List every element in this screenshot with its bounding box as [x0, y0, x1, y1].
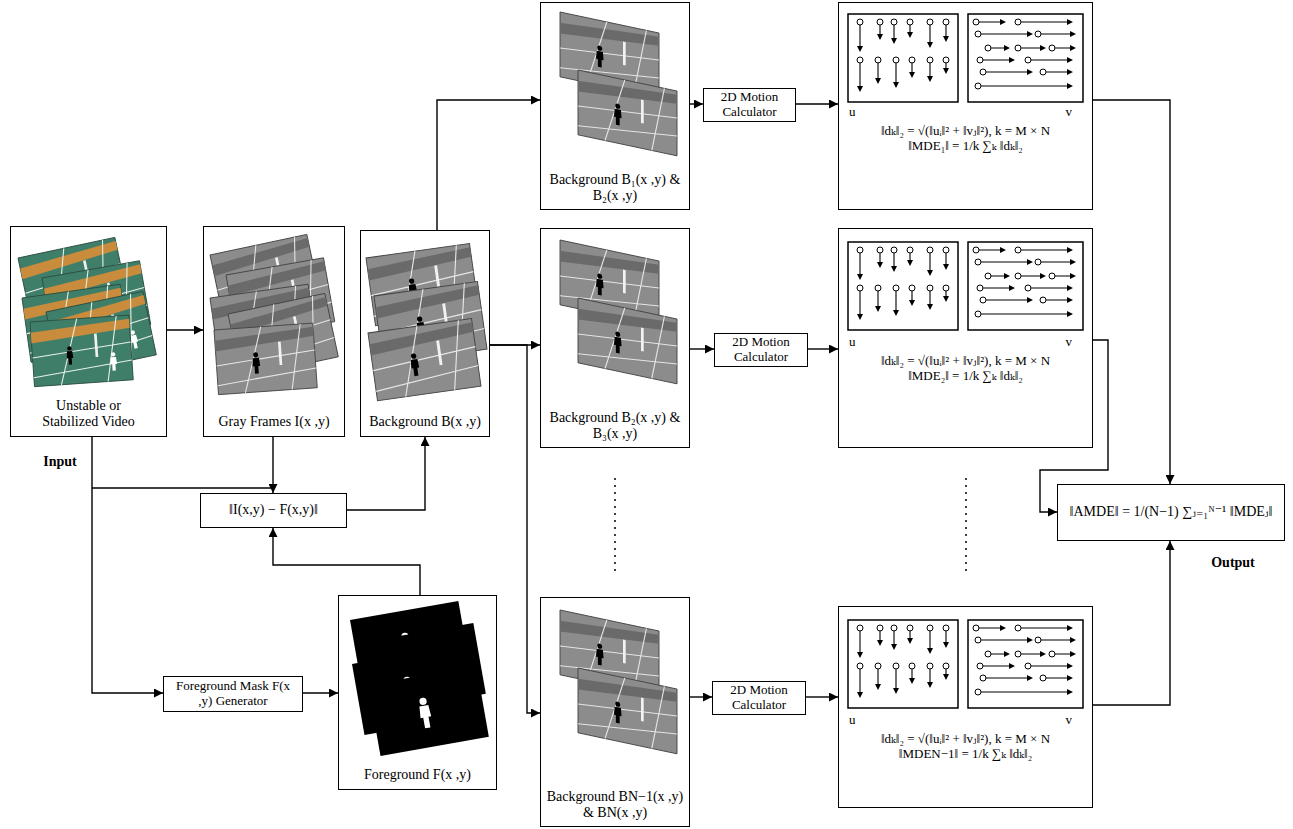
node-text: u⃗	[849, 105, 866, 120]
output-box: ‖AMDE‖ = 1/(N−1) ∑ⱼ₌₁ᴺ⁻¹ ‖MDEⱼ‖	[1057, 484, 1285, 541]
process-box: Foreground Mask F(x ,y) Generator	[163, 676, 303, 712]
process-box: 2D Motion Calculator	[712, 681, 806, 715]
node-text: ‖AMDE‖ = 1/(N−1) ∑ⱼ₌₁ᴺ⁻¹ ‖MDEⱼ‖	[1070, 504, 1273, 520]
node-text: ‖dₖ‖₂ = √(‖uᵢ‖² + ‖vⱼ‖²), k = M × N	[881, 732, 1050, 747]
node-text: Foreground Mask F(x ,y) Generator	[168, 679, 298, 709]
connector-arrow	[1093, 541, 1170, 705]
connector-arrow	[690, 348, 714, 349]
background-pair-1	[560, 12, 677, 156]
connector-arrow	[303, 692, 338, 693]
node-text: Background B₂(x ,y) & B₃(x ,y)	[545, 410, 685, 442]
formula-box: u⃗ v⃗ ‖dₖ‖₂ = √(‖uᵢ‖² + ‖vⱼ‖²), k = M × N‖…	[838, 228, 1093, 448]
vector-label-row: u⃗ v⃗	[845, 335, 1086, 350]
connector-arrow	[1093, 100, 1170, 484]
process-box: ‖I(x,y) − F(x,y)‖	[200, 493, 347, 528]
formula-box: u⃗ v⃗ ‖dₖ‖₂ = √(‖uᵢ‖² + ‖vⱼ‖²), k = M × N‖…	[838, 2, 1093, 210]
background-frame-stack	[366, 243, 487, 400]
node-text: Background B₁(x ,y) & B₂(x ,y)	[545, 172, 685, 204]
node-text: Foreground F(x ,y)	[364, 767, 471, 783]
connector-arrow	[490, 345, 540, 713]
node-text: Background B(x ,y)	[369, 414, 481, 430]
node-text: Background BN−1(x ,y) & BN(x ,y)	[545, 789, 685, 821]
connector-arrow	[806, 696, 838, 697]
input-video-stack	[18, 237, 156, 386]
connector-arrow	[690, 696, 712, 697]
process-box: 2D Motion Calculator	[703, 88, 796, 122]
node-text: u⃗	[849, 713, 866, 728]
io-label: Input	[43, 454, 76, 470]
formula-box: u⃗ v⃗ ‖dₖ‖₂ = √(‖uᵢ‖² + ‖vⱼ‖²), k = M × N‖…	[838, 606, 1093, 808]
node-text: ‖MDE₁‖ = 1/k ∑ₖ ‖dₖ‖₂	[908, 139, 1023, 154]
node-text: ‖MDEN−1‖ = 1/k ∑ₖ ‖dₖ‖₂	[899, 747, 1032, 762]
connector-arrow	[690, 103, 703, 104]
image-box: Unstable or Stabilized Video	[10, 226, 167, 437]
vector-label-row: u⃗ v⃗	[845, 713, 1086, 728]
gray-frame-stack	[210, 234, 338, 394]
connector-arrow	[92, 437, 163, 693]
node-text: ‖dₖ‖₂ = √(‖uᵢ‖² + ‖vⱼ‖²), k = M × N	[881, 354, 1050, 369]
image-box: Gray Frames I(x ,y)	[203, 226, 345, 437]
connector-arrow	[273, 528, 420, 595]
connector-arrow	[167, 329, 203, 330]
background-pair-n	[560, 610, 677, 754]
node-text: Gray Frames I(x ,y)	[218, 414, 329, 430]
motion-vector-fields	[848, 14, 1083, 102]
image-box: Foreground F(x ,y)	[338, 595, 497, 790]
node-text: v⃗	[1065, 335, 1082, 350]
node-text: 2D Motion Calculator	[716, 683, 802, 713]
image-box: Background B(x ,y)	[360, 230, 490, 437]
node-text: v⃗	[1065, 105, 1082, 120]
connector-arrow	[272, 437, 273, 493]
connector-arrow	[796, 103, 838, 104]
junction-wire	[92, 487, 273, 488]
image-box: Background BN−1(x ,y) & BN(x ,y)	[540, 597, 690, 827]
continuation-dots	[614, 478, 616, 575]
node-text: u⃗	[849, 335, 866, 350]
node-text: 2D Motion Calculator	[707, 90, 792, 120]
node-text: ‖I(x,y) − F(x,y)‖	[229, 502, 318, 518]
image-box: Background B₂(x ,y) & B₃(x ,y)	[540, 228, 690, 448]
connector-arrow	[347, 437, 425, 510]
io-label: Output	[1211, 555, 1255, 571]
foreground-mask-stack	[350, 601, 489, 756]
background-pair-2	[560, 240, 677, 384]
process-box: 2D Motion Calculator	[714, 333, 808, 367]
continuation-dots	[965, 478, 967, 575]
node-text: v⃗	[1065, 713, 1082, 728]
node-text: 2D Motion Calculator	[718, 335, 804, 365]
connector-arrow	[437, 100, 540, 230]
node-text: ‖dₖ‖₂ = √(‖uᵢ‖² + ‖vⱼ‖²), k = M × N	[881, 124, 1050, 139]
node-text: ‖MDE₂‖ = 1/k ∑ₖ ‖dₖ‖₂	[908, 369, 1023, 384]
connector-arrow	[1040, 340, 1108, 512]
motion-vector-fields	[848, 620, 1083, 708]
image-box: Background B₁(x ,y) & B₂(x ,y)	[540, 2, 690, 210]
motion-vector-fields	[848, 242, 1083, 330]
connector-arrow	[808, 348, 838, 349]
vector-label-row: u⃗ v⃗	[845, 105, 1086, 120]
node-text: Unstable or Stabilized Video	[33, 398, 145, 430]
